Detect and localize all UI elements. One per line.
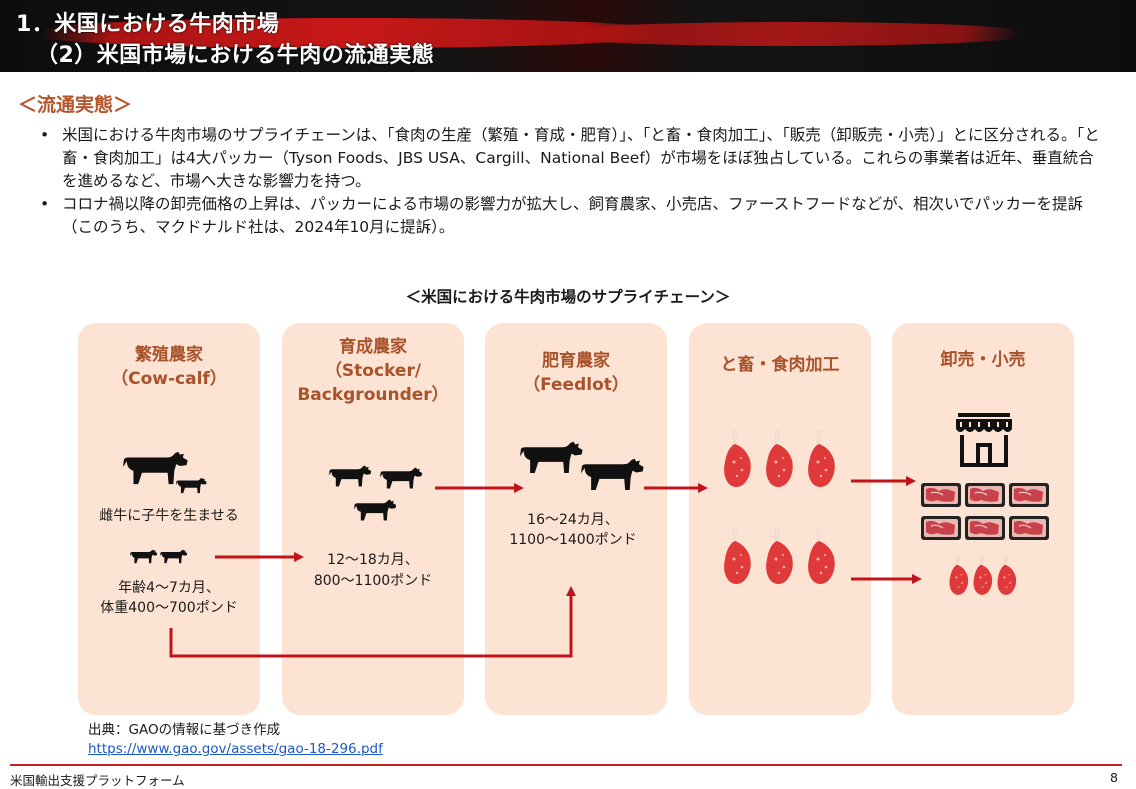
stage-title: 繁殖農家 （Cow-calf） (111, 345, 227, 389)
cow-icon (329, 465, 372, 487)
stage-panel-stocker: 育成農家 （Stocker/ Backgrounder） (282, 323, 464, 715)
meat-package-icon (920, 515, 962, 541)
calf-icon (130, 549, 158, 564)
title-banner: 1．米国における牛肉市場 （2）米国市場における牛肉の流通実態 (0, 0, 1136, 72)
meat-steak-icon (808, 430, 835, 487)
stage-title: 肥育農家 （Feedlot） (523, 351, 629, 395)
page-subtitle: （2）米国市場における牛肉の流通実態 (36, 43, 435, 68)
stage-panel-cow-calf: 繁殖農家 （Cow-calf） (78, 323, 260, 715)
stage-title: と畜・食肉加工 (720, 355, 840, 375)
bullet-item: 米国における牛肉市場のサプライチェーンは、「食肉の生産（繁殖・育成・肥育）」、「… (38, 124, 1108, 193)
calf-icon (176, 477, 207, 494)
cow-icon (581, 458, 644, 490)
cow-icon (380, 467, 423, 489)
meat-steak-icon (949, 555, 969, 595)
stage-title: 育成農家 （Stocker/ Backgrounder） (297, 337, 449, 405)
cow-calf-weight: 体重400～700ポンド (100, 600, 238, 616)
feedlot-weight: 1100～1400ポンド (509, 532, 637, 548)
meat-steak-icon (973, 555, 993, 595)
page-title: 1．米国における牛肉市場 (16, 12, 280, 37)
meat-package-icon (964, 515, 1006, 541)
cow-icon (354, 499, 397, 521)
meat-steak-icon (997, 555, 1017, 595)
feedlot-age: 16～24カ月、 (527, 512, 619, 528)
footer-divider (10, 764, 1122, 766)
page-number: 8 (1110, 770, 1118, 785)
cow-icon (123, 451, 188, 485)
calf-icon (160, 549, 188, 564)
cow-calf-age: 年齢4～7カ月、 (118, 580, 220, 596)
stocker-age: 12～18カ月、 (327, 552, 419, 568)
meat-package-icon (964, 482, 1006, 508)
cow-calf-description: 雌牛に子牛を生ませる (99, 508, 239, 524)
meat-package-icon (1008, 515, 1050, 541)
source-link[interactable]: https://www.gao.gov/assets/gao-18-296.pd… (88, 741, 383, 757)
flow-arrow-bypass (169, 586, 576, 658)
stage-title: 卸売・小売 (940, 350, 1026, 370)
meat-steak-icon (724, 430, 751, 487)
shop-icon (956, 413, 1012, 467)
meat-steak-icon (766, 430, 793, 487)
meat-steak-icon (724, 527, 751, 584)
stage-panel-packer: と畜・食肉加工 (689, 323, 871, 715)
source-label: 出典：GAOの情報に基づき作成 (88, 722, 281, 738)
stocker-weight: 800～1100ポンド (313, 573, 433, 589)
meat-package-icon (920, 482, 962, 508)
meat-steak-icon (808, 527, 835, 584)
diagram-title: ＜米国における牛肉市場のサプライチェーン＞ (405, 288, 731, 306)
bullet-list: 米国における牛肉市場のサプライチェーンは、「食肉の生産（繁殖・育成・肥育）」、「… (38, 124, 1108, 239)
footer-org: 米国輸出支援プラットフォーム (10, 773, 185, 788)
bullet-item: コロナ禍以降の卸売価格の上昇は、パッカーによる市場の影響力が拡大し、飼育農家、小… (38, 193, 1108, 239)
meat-package-icon (1008, 482, 1050, 508)
source-note: 出典：GAOの情報に基づき作成 https://www.gao.gov/asse… (88, 721, 383, 759)
meat-steak-icon (766, 527, 793, 584)
cow-icon (520, 441, 583, 473)
section-heading: ＜流通実態＞ (18, 94, 133, 116)
stage-panel-feedlot: 肥育農家 （Feedlot） (485, 323, 667, 715)
